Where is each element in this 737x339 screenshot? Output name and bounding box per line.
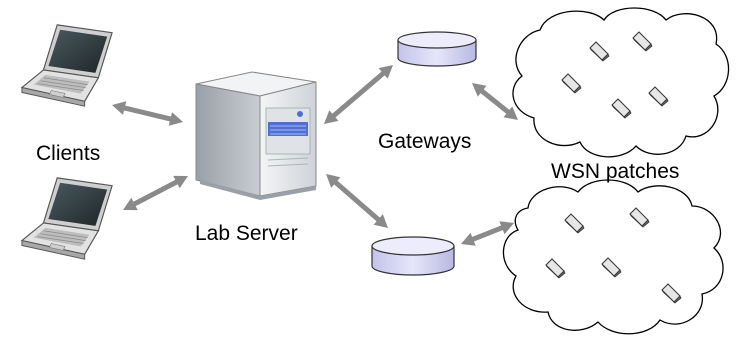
bidirectional-arrow-icon bbox=[123, 175, 188, 211]
cloud-icon bbox=[512, 7, 730, 158]
cloud-icon bbox=[502, 179, 724, 335]
laptop-icon bbox=[21, 24, 113, 107]
gateways-label: Gateways bbox=[378, 130, 471, 153]
wsn-patches-label: WSN patches bbox=[551, 160, 679, 183]
bidirectional-arrow-icon bbox=[326, 174, 388, 228]
clients-label: Clients bbox=[36, 142, 100, 165]
bidirectional-arrow-icon bbox=[472, 83, 518, 120]
lab-server-label: Lab Server bbox=[195, 222, 298, 245]
bidirectional-arrow-icon bbox=[461, 221, 514, 246]
server-icon bbox=[195, 71, 317, 200]
arrows-layer bbox=[112, 65, 518, 246]
gateway-cylinder-icon bbox=[397, 31, 477, 67]
bidirectional-arrow-icon bbox=[324, 65, 393, 124]
bidirectional-arrow-icon bbox=[112, 101, 183, 126]
laptop-icon bbox=[21, 177, 113, 260]
gateway-cylinder-icon bbox=[371, 236, 455, 276]
